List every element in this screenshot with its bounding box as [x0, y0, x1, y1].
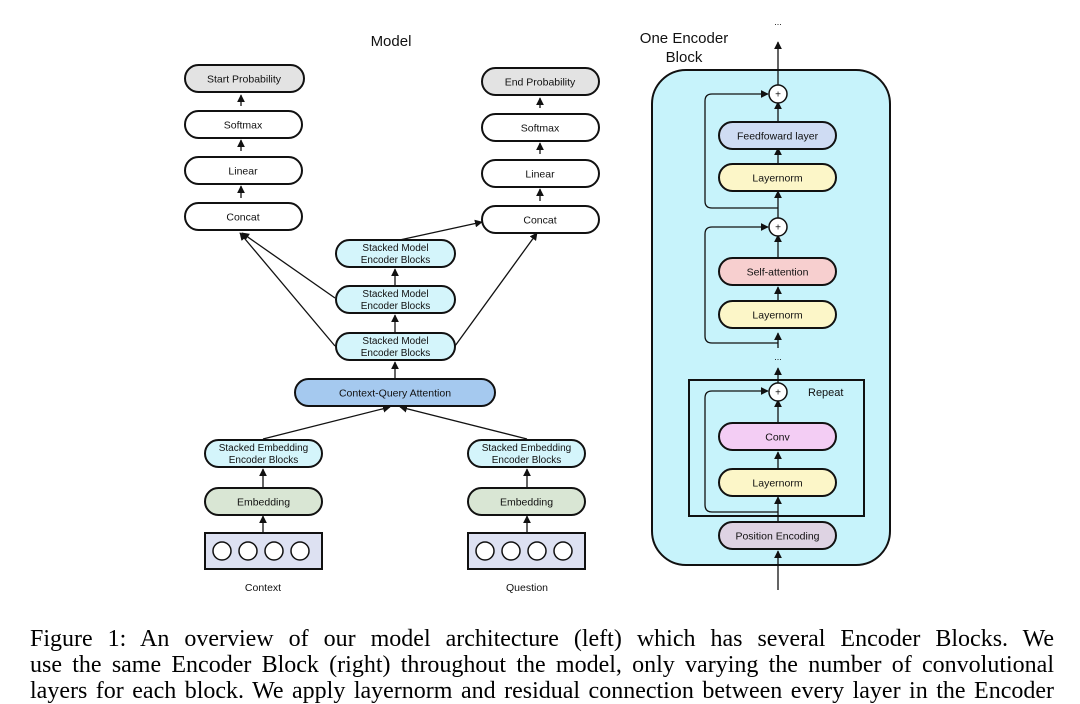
conv-box: Conv: [718, 422, 837, 451]
linear-label-left: Linear: [228, 166, 258, 178]
context-query-attention-label: Context-Query Attention: [339, 388, 451, 400]
architecture-diagram: Model Start Probability Softmax Linear: [184, 17, 891, 594]
softmax-box-left: Softmax: [184, 110, 303, 139]
token-circle: [553, 541, 573, 561]
context-label: Context: [245, 582, 281, 594]
encoder-ellipsis-top: ...: [774, 17, 782, 27]
stacked-embedding-line1: Stacked Embedding: [219, 443, 309, 454]
model-title: Model: [371, 33, 412, 50]
stacked-model-line2: Encoder Blocks: [361, 348, 430, 359]
stacked-model-line2: Encoder Blocks: [361, 301, 430, 312]
layernorm-box-self-attention: Layernorm: [718, 300, 837, 329]
token-circle: [212, 541, 232, 561]
layernorm-box-conv: Layernorm: [718, 468, 837, 497]
stacked-model-line1: Stacked Model: [362, 336, 428, 347]
embedding-label-left: Embedding: [237, 497, 290, 509]
stacked-model-line1: Stacked Model: [362, 243, 428, 254]
caption-line-1: Figure 1: An overview of our model archi…: [30, 626, 1054, 652]
residual-add-node-top: +: [768, 84, 788, 104]
repeat-label: Repeat: [808, 387, 843, 399]
feedforward-layer-label: Feedfoward layer: [737, 131, 819, 143]
stacked-embedding-line2: Encoder Blocks: [229, 455, 298, 466]
caption-line-2: use the same Encoder Block (right) throu…: [30, 652, 1054, 678]
softmax-label-left: Softmax: [224, 120, 263, 132]
token-circle: [290, 541, 310, 561]
encoder-title-line2: Block: [666, 49, 703, 66]
plus-symbol: +: [775, 90, 781, 101]
concat-label-right: Concat: [523, 215, 556, 227]
encoder-connectors: [704, 41, 782, 590]
figure-caption: Figure 1: An overview of our model archi…: [30, 626, 1054, 704]
context-query-attention-box: Context-Query Attention: [294, 378, 496, 407]
residual-add-node-middle: +: [768, 217, 788, 237]
layernorm-label: Layernorm: [752, 310, 802, 322]
linear-box-right: Linear: [481, 159, 600, 188]
stacked-model-encoder-bottom: Stacked Model Encoder Blocks: [335, 332, 456, 361]
concat-label-left: Concat: [226, 212, 259, 224]
plus-symbol: +: [775, 223, 781, 234]
end-probability-box: End Probability: [481, 67, 600, 96]
conv-label: Conv: [765, 432, 790, 444]
stacked-model-line2: Encoder Blocks: [361, 255, 430, 266]
token-circle: [264, 541, 284, 561]
model-connectors: [237, 94, 544, 532]
start-probability-box: Start Probability: [184, 64, 305, 93]
token-circle: [475, 541, 495, 561]
layernorm-label: Layernorm: [752, 173, 802, 185]
question-input-tokens: [467, 532, 586, 570]
layernorm-label: Layernorm: [752, 478, 802, 490]
linear-box-left: Linear: [184, 156, 303, 185]
stacked-embedding-encoder-left: Stacked Embedding Encoder Blocks: [204, 439, 323, 468]
softmax-label-right: Softmax: [521, 123, 560, 135]
residual-add-node-repeat: +: [768, 382, 788, 402]
feedforward-layer-box: Feedfoward layer: [718, 121, 837, 150]
stacked-model-encoder-top: Stacked Model Encoder Blocks: [335, 239, 456, 268]
position-encoding-label: Position Encoding: [735, 531, 819, 543]
repeat-frame: [688, 379, 865, 517]
context-input-tokens: [204, 532, 323, 570]
self-attention-label: Self-attention: [747, 267, 809, 279]
embedding-label-right: Embedding: [500, 497, 553, 509]
plus-symbol: +: [775, 388, 781, 399]
token-circle: [501, 541, 521, 561]
token-circle: [527, 541, 547, 561]
concat-box-right: Concat: [481, 205, 600, 234]
layernorm-box-feedforward: Layernorm: [718, 163, 837, 192]
stacked-embedding-line1: Stacked Embedding: [482, 443, 572, 454]
token-circle: [238, 541, 258, 561]
embedding-box-right: Embedding: [467, 487, 586, 516]
softmax-box-right: Softmax: [481, 113, 600, 142]
self-attention-box: Self-attention: [718, 257, 837, 286]
linear-label-right: Linear: [525, 169, 555, 181]
concat-box-left: Concat: [184, 202, 303, 231]
stacked-model-line1: Stacked Model: [362, 289, 428, 300]
question-label: Question: [506, 582, 548, 594]
encoder-ellipsis-middle: ...: [774, 352, 782, 362]
embedding-box-left: Embedding: [204, 487, 323, 516]
start-probability-label: Start Probability: [207, 74, 282, 86]
stacked-model-encoder-middle: Stacked Model Encoder Blocks: [335, 285, 456, 314]
stacked-embedding-line2: Encoder Blocks: [492, 455, 561, 466]
encoder-title-line1: One Encoder: [640, 30, 728, 47]
end-probability-label: End Probability: [505, 77, 576, 89]
position-encoding-box: Position Encoding: [718, 521, 837, 550]
stacked-embedding-encoder-right: Stacked Embedding Encoder Blocks: [467, 439, 586, 468]
caption-line-3: layers for each block. We apply layernor…: [30, 678, 1054, 704]
